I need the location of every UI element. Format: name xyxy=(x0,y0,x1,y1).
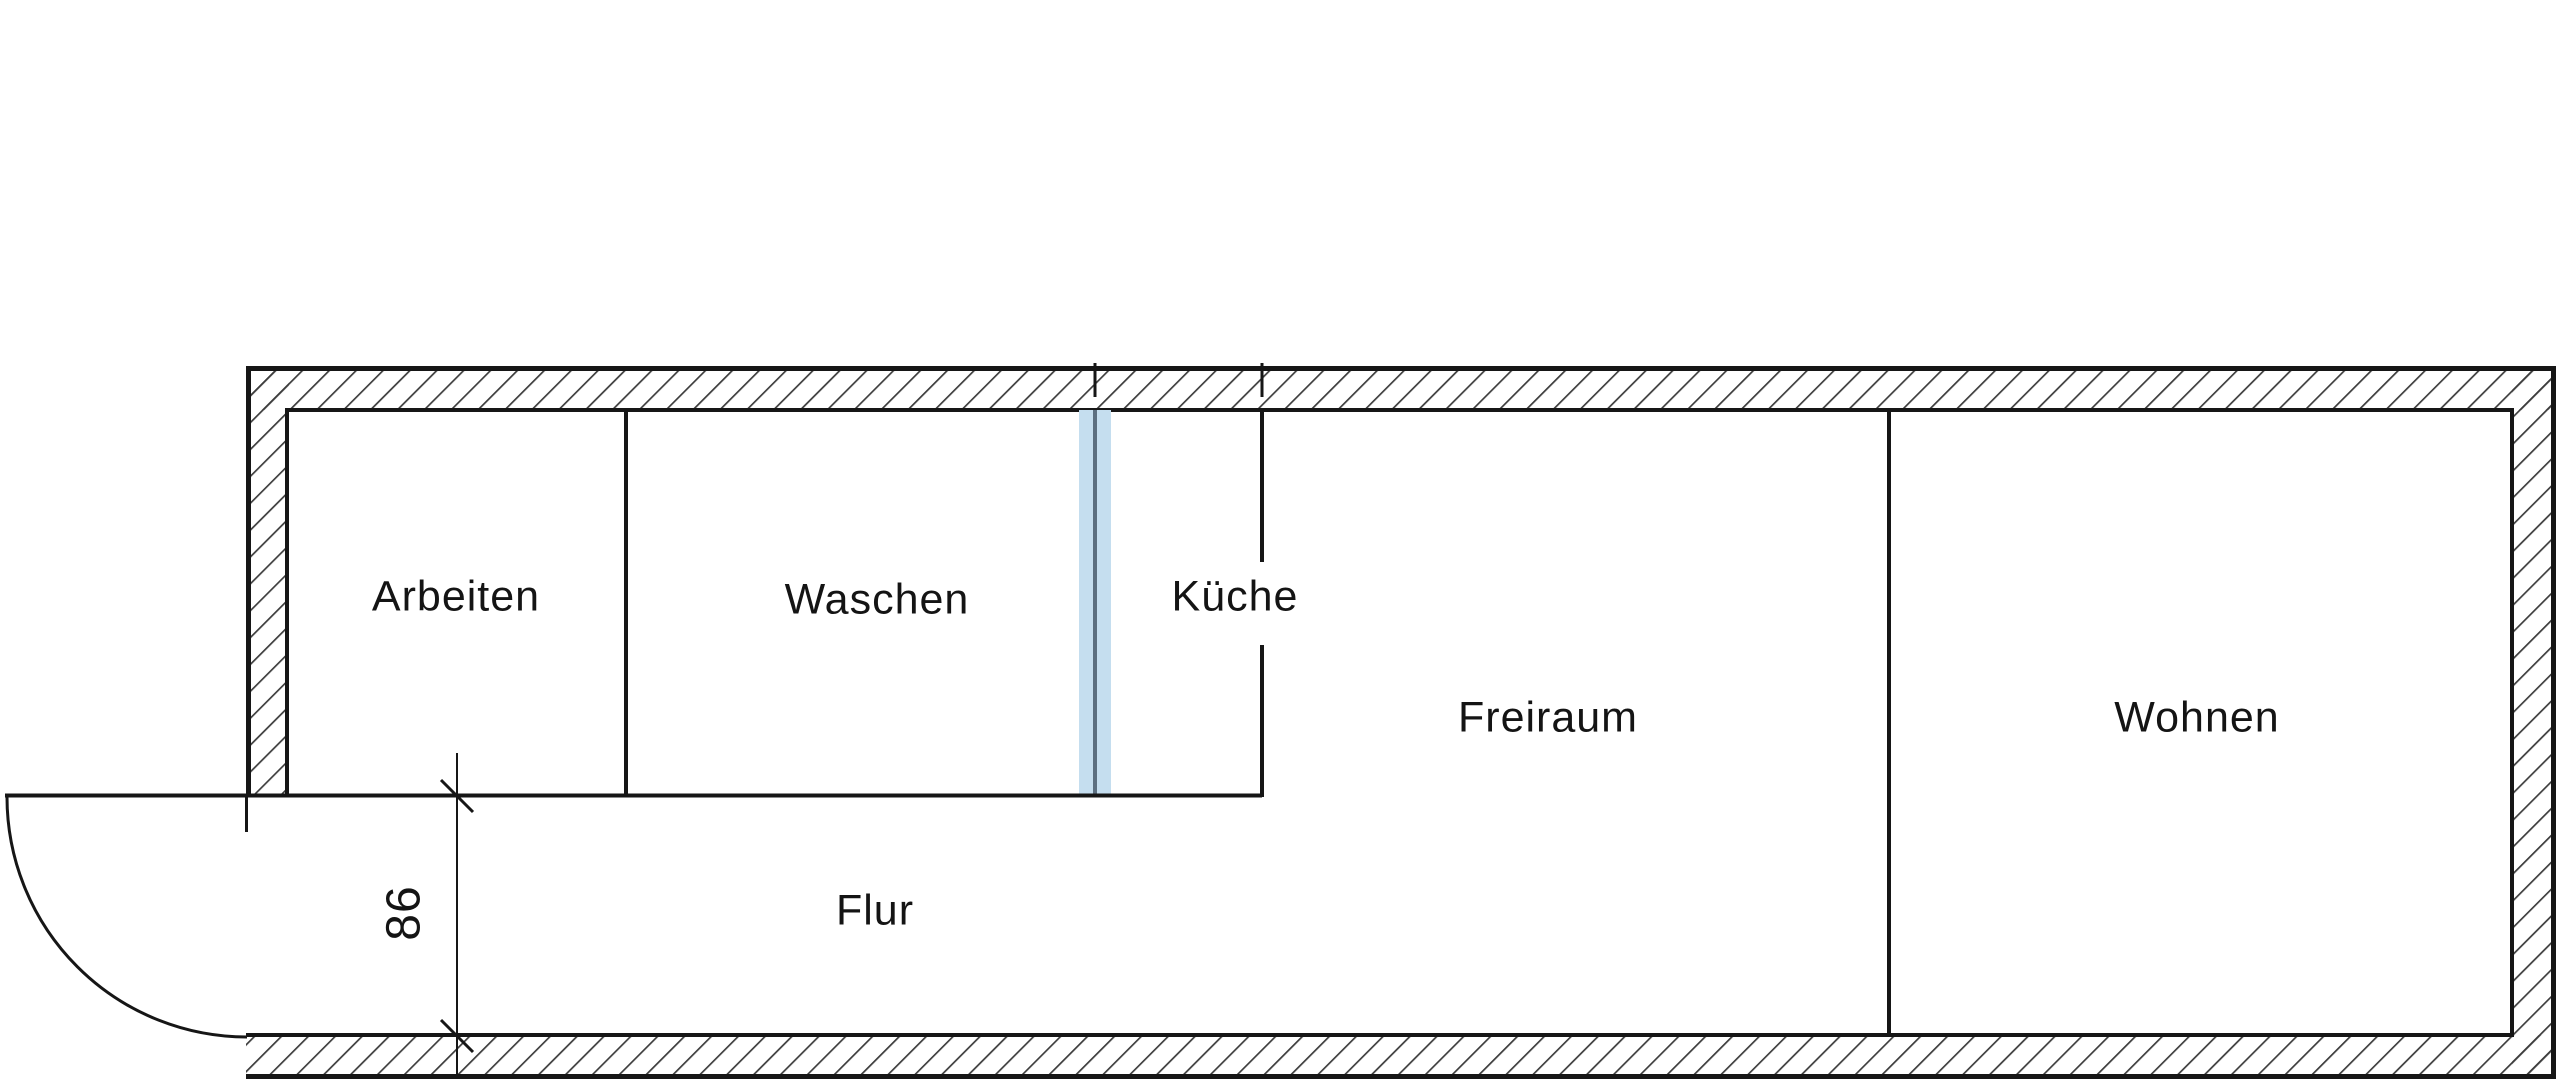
dimension-tick-bottom xyxy=(439,1018,475,1054)
wall-left-hatch xyxy=(246,366,289,797)
wall-top-hatch xyxy=(246,366,2556,410)
room-label-kueche: Küche xyxy=(1171,572,1299,621)
room-label-waschen: Waschen xyxy=(784,575,970,624)
dimension-value-label: 86 xyxy=(377,885,431,941)
wall-bottom-hatch xyxy=(246,1035,2556,1079)
room-label-wohnen: Wohnen xyxy=(2114,693,2280,742)
room-label-arbeiten: Arbeiten xyxy=(371,572,541,621)
wall-right-hatch xyxy=(2512,366,2556,1079)
room-label-flur: Flur xyxy=(835,886,915,935)
room-label-freiraum: Freiraum xyxy=(1457,693,1639,742)
dimension-tick-top xyxy=(439,778,475,814)
door-swing-arc xyxy=(5,796,248,1039)
